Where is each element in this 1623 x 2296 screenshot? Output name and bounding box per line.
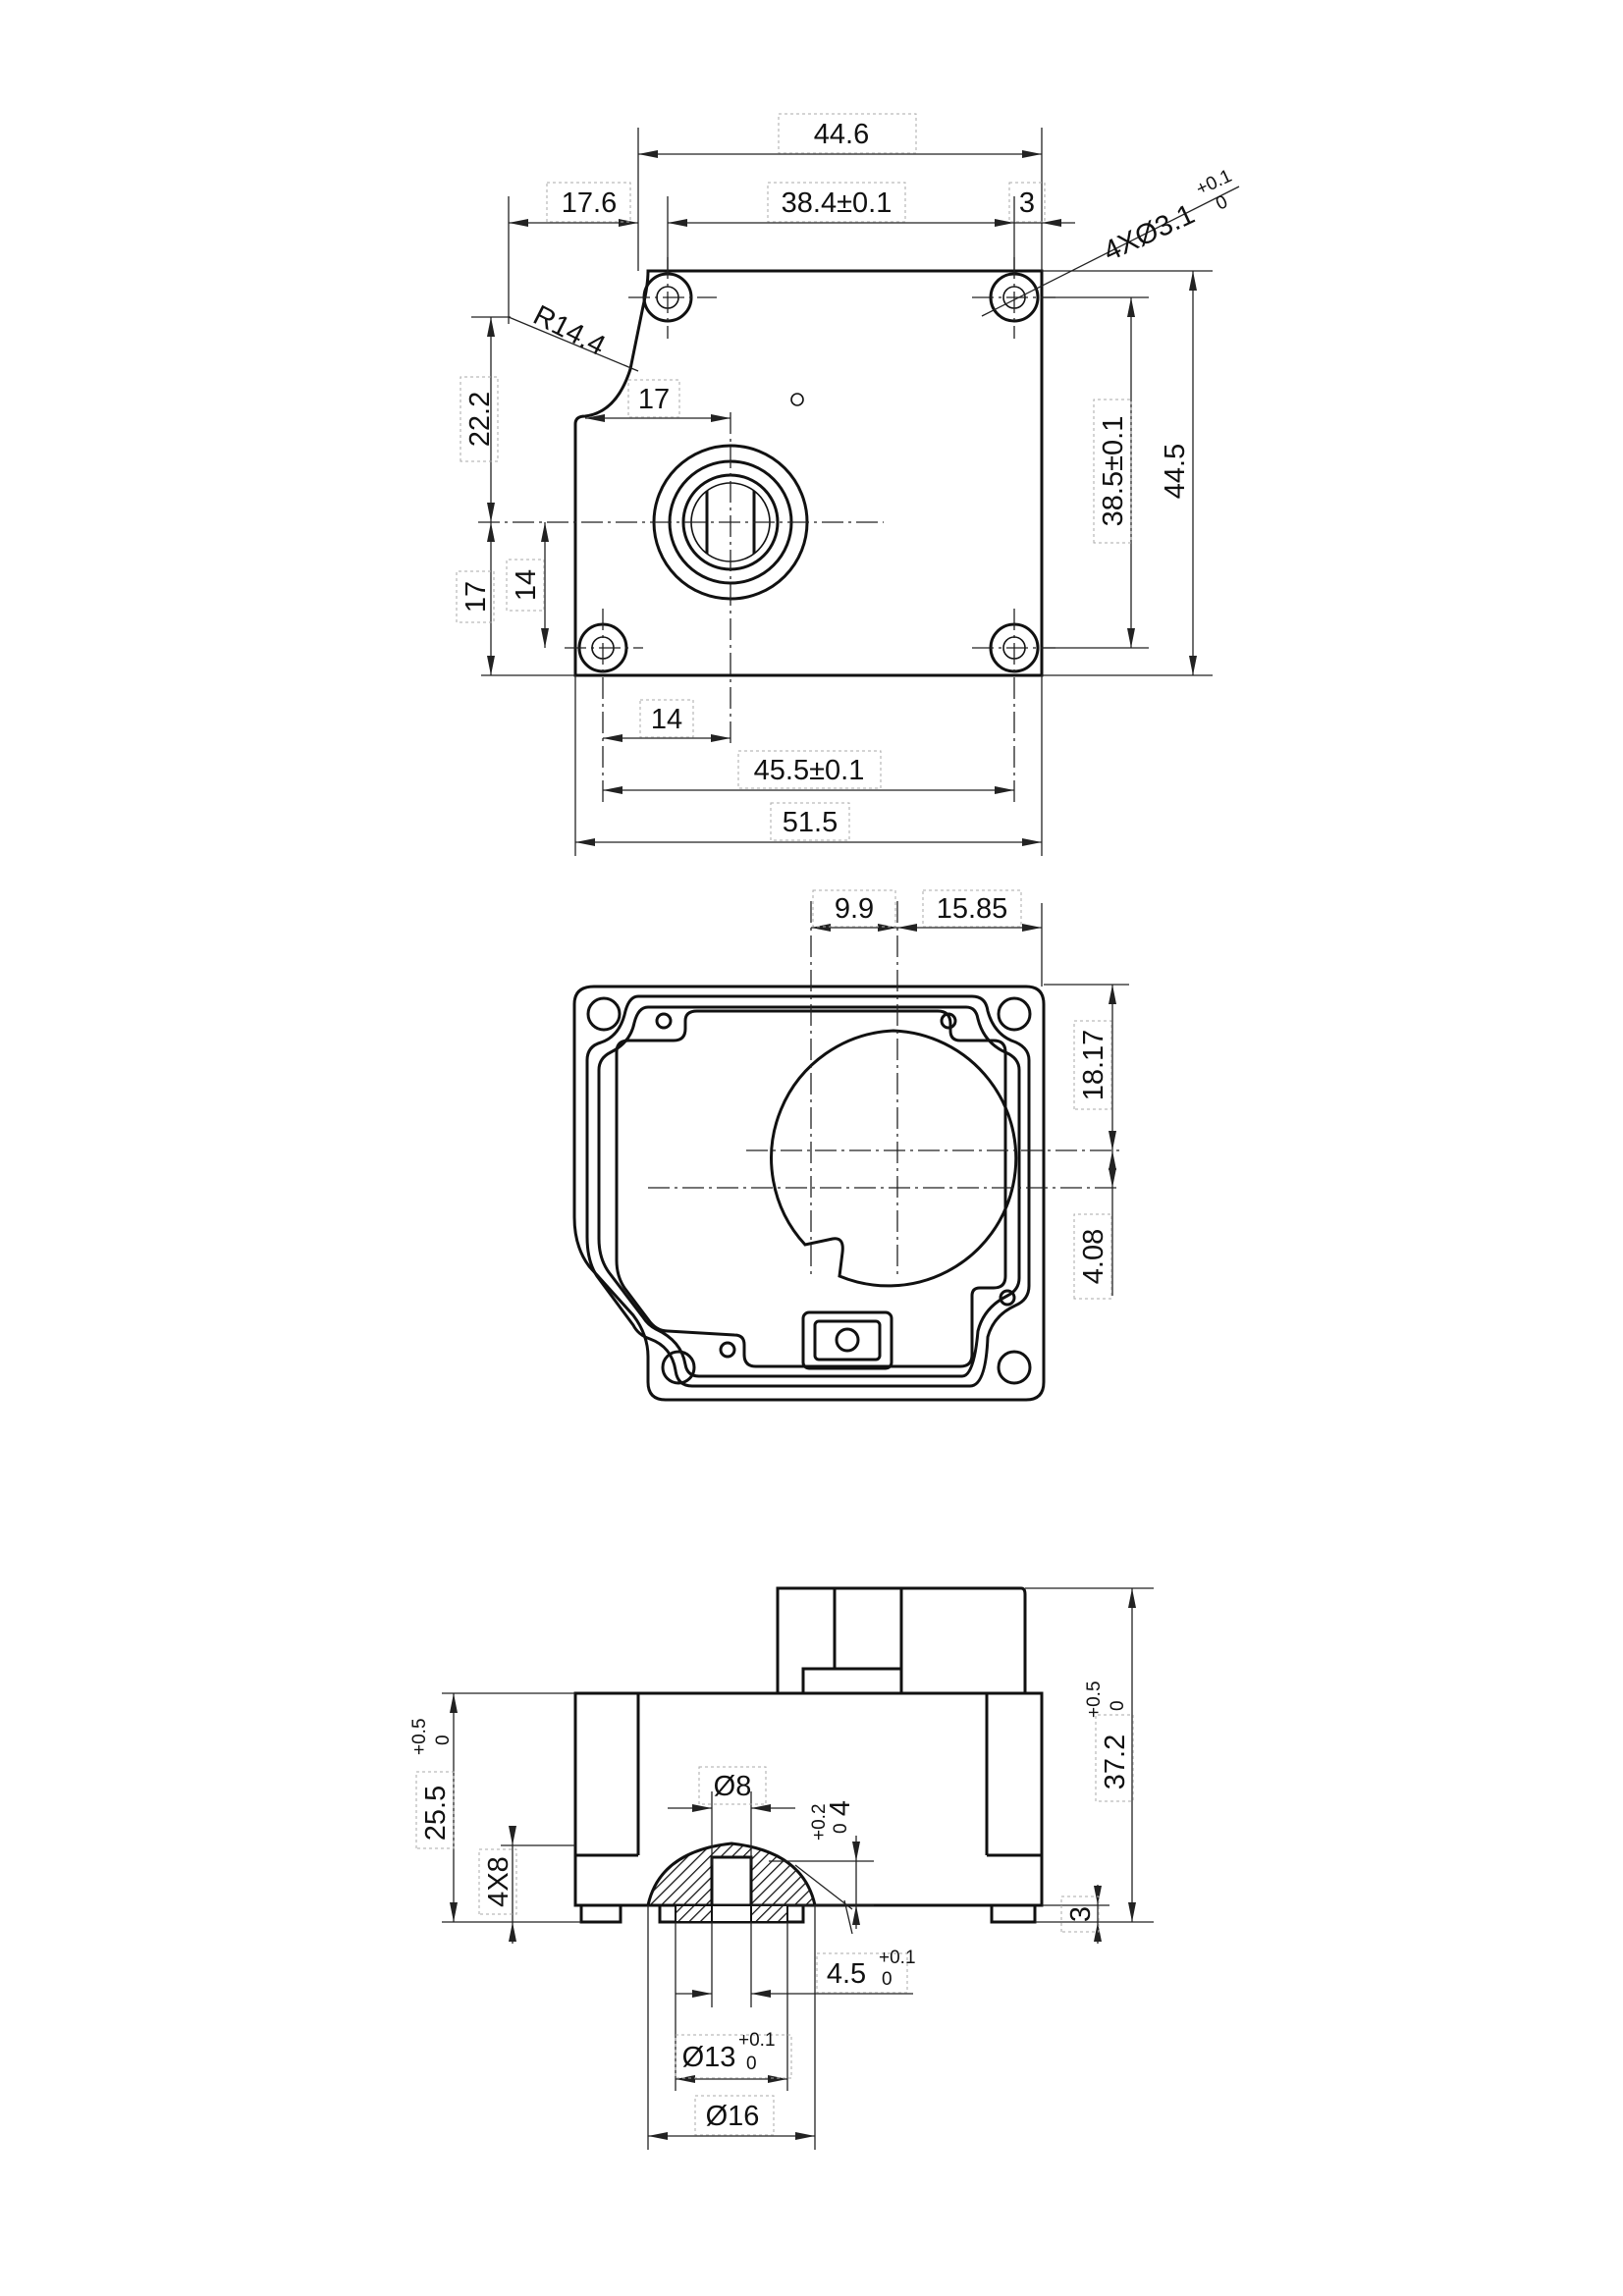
dim-bottom-14: 14 — [651, 704, 682, 735]
dim-dia-13: Ø13 — [682, 2042, 736, 2073]
motor-cavity — [770, 1029, 1018, 1288]
dim-dia-16: Ø16 — [706, 2101, 760, 2132]
top-view: 44.6 17.6 38.4±0.1 3 4XØ3.1 +0.1 0 R14.4… — [456, 113, 1240, 856]
dim-left-17: 17 — [460, 581, 492, 613]
dim-left-offset: 17.6 — [562, 187, 617, 219]
dim-height-22: 22.2 — [464, 392, 496, 447]
dim-tol-13-upper: +0.1 — [738, 2030, 776, 2051]
small-hole — [790, 393, 804, 406]
dim-hole-note: 4XØ3.1 — [1099, 198, 1200, 268]
dim-height-37-2: 37.2 — [1100, 1735, 1131, 1789]
dim-foot-3: 3 — [1065, 1906, 1097, 1922]
dim-4-08: 4.08 — [1078, 1229, 1109, 1284]
dim-hole-tol-lower: 0 — [1213, 191, 1230, 215]
side-view: 25.5 +0.5 0 4X8 Ø8 4 +0.2 0 37.2 +0.5 0 … — [409, 1586, 1154, 2150]
dim-feet: 4X8 — [483, 1856, 514, 1907]
dim-dia-8: Ø8 — [714, 1771, 752, 1802]
dim-tol-25-upper: +0.5 — [409, 1718, 430, 1755]
dim-15-85: 15.85 — [937, 893, 1008, 925]
foot-left — [579, 1903, 622, 1924]
dim-left-14: 14 — [511, 569, 542, 601]
dim-9-9: 9.9 — [835, 893, 874, 925]
dim-total-width: 51.5 — [783, 807, 838, 838]
dim-hole-spacing-y: 38.5±0.1 — [1098, 416, 1129, 527]
dim-tol-45-upper: +0.1 — [879, 1948, 916, 1968]
bottom-inner-pocket — [615, 1009, 1007, 1368]
side-motor — [776, 1586, 1027, 1693]
side-body — [573, 1691, 1044, 1907]
foot-right — [990, 1903, 1037, 1924]
dim-shaft-offset-17: 17 — [638, 384, 670, 415]
dim-4-5: 4.5 — [827, 1958, 866, 1990]
top-view-outline — [573, 269, 1044, 677]
dim-tol-45-lower: 0 — [882, 1969, 893, 1990]
dim-tol-37-upper: +0.5 — [1084, 1681, 1105, 1718]
dim-tol-4-upper: +0.2 — [809, 1803, 830, 1841]
connector-pocket — [801, 1310, 893, 1370]
dim-tol-37-lower: 0 — [1108, 1700, 1128, 1711]
dim-radius: R14.4 — [528, 299, 610, 362]
dim-overall-width: 44.6 — [814, 119, 869, 150]
dim-18-17: 18.17 — [1078, 1030, 1109, 1101]
dim-overall-height: 44.5 — [1160, 444, 1191, 499]
dim-tol-4-lower: 0 — [831, 1823, 851, 1834]
dim-edge-offset: 3 — [1019, 187, 1035, 219]
bottom-outline-outer — [572, 985, 1046, 1402]
dim-hole-spacing-x: 38.4±0.1 — [782, 187, 893, 219]
dim-depth-4: 4 — [825, 1800, 856, 1816]
bottom-view: 9.9 15.85 18.17 4.08 — [572, 889, 1129, 1402]
dim-height-25-5: 25.5 — [420, 1786, 452, 1841]
dim-tol-25-lower: 0 — [433, 1735, 454, 1745]
bottom-rim-2 — [597, 1005, 1021, 1378]
dim-tol-13-lower: 0 — [746, 2054, 757, 2074]
dim-hole-spacing-x2: 45.5±0.1 — [754, 755, 865, 786]
